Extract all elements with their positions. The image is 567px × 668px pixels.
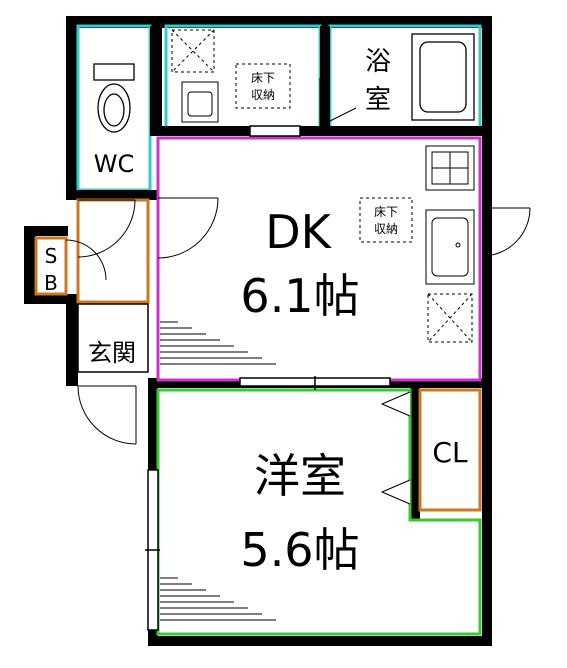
entrance-area	[77, 303, 149, 373]
dk-name: DK	[265, 205, 332, 259]
door-swings	[65, 78, 531, 445]
fridge-space-icon	[427, 293, 473, 343]
storage-outlines	[34, 198, 482, 512]
toilet-icon	[93, 63, 135, 133]
entrance-label: 玄関	[88, 339, 136, 367]
washer-pan-icon	[171, 29, 215, 73]
kitchen-sink-icon	[425, 209, 475, 285]
sliding-doors	[145, 125, 391, 631]
western-room-size: 5.6帖	[240, 523, 359, 577]
underfloor-label-2-line1: 床下	[374, 205, 398, 219]
underfloor-label-1-line1: 床下	[251, 71, 275, 85]
dk-floor-lines	[160, 321, 276, 365]
sb-label-line2: B	[44, 271, 58, 295]
washbasin-icon	[181, 81, 219, 123]
closet-doors	[380, 391, 411, 505]
underfloor-label-1-line2: 収納	[251, 88, 275, 102]
bath-label-line2: 室	[365, 85, 391, 115]
underfloor-label-2-line2: 収納	[374, 222, 398, 236]
wc-label: WC	[94, 150, 135, 178]
stove-icon	[425, 145, 475, 191]
closet-label: CL	[432, 436, 468, 469]
sb-label-line1: S	[45, 244, 58, 268]
underfloor-storage-box-2	[359, 197, 413, 243]
western-room-outline	[156, 388, 482, 636]
bath-label-line1: 浴	[365, 47, 391, 77]
bathtub-icon	[411, 33, 475, 121]
western-floor-lines	[160, 577, 276, 621]
dk-size: 6.1帖	[240, 269, 359, 323]
underfloor-storage-box-1	[235, 63, 291, 109]
western-room-name: 洋室	[254, 449, 346, 503]
